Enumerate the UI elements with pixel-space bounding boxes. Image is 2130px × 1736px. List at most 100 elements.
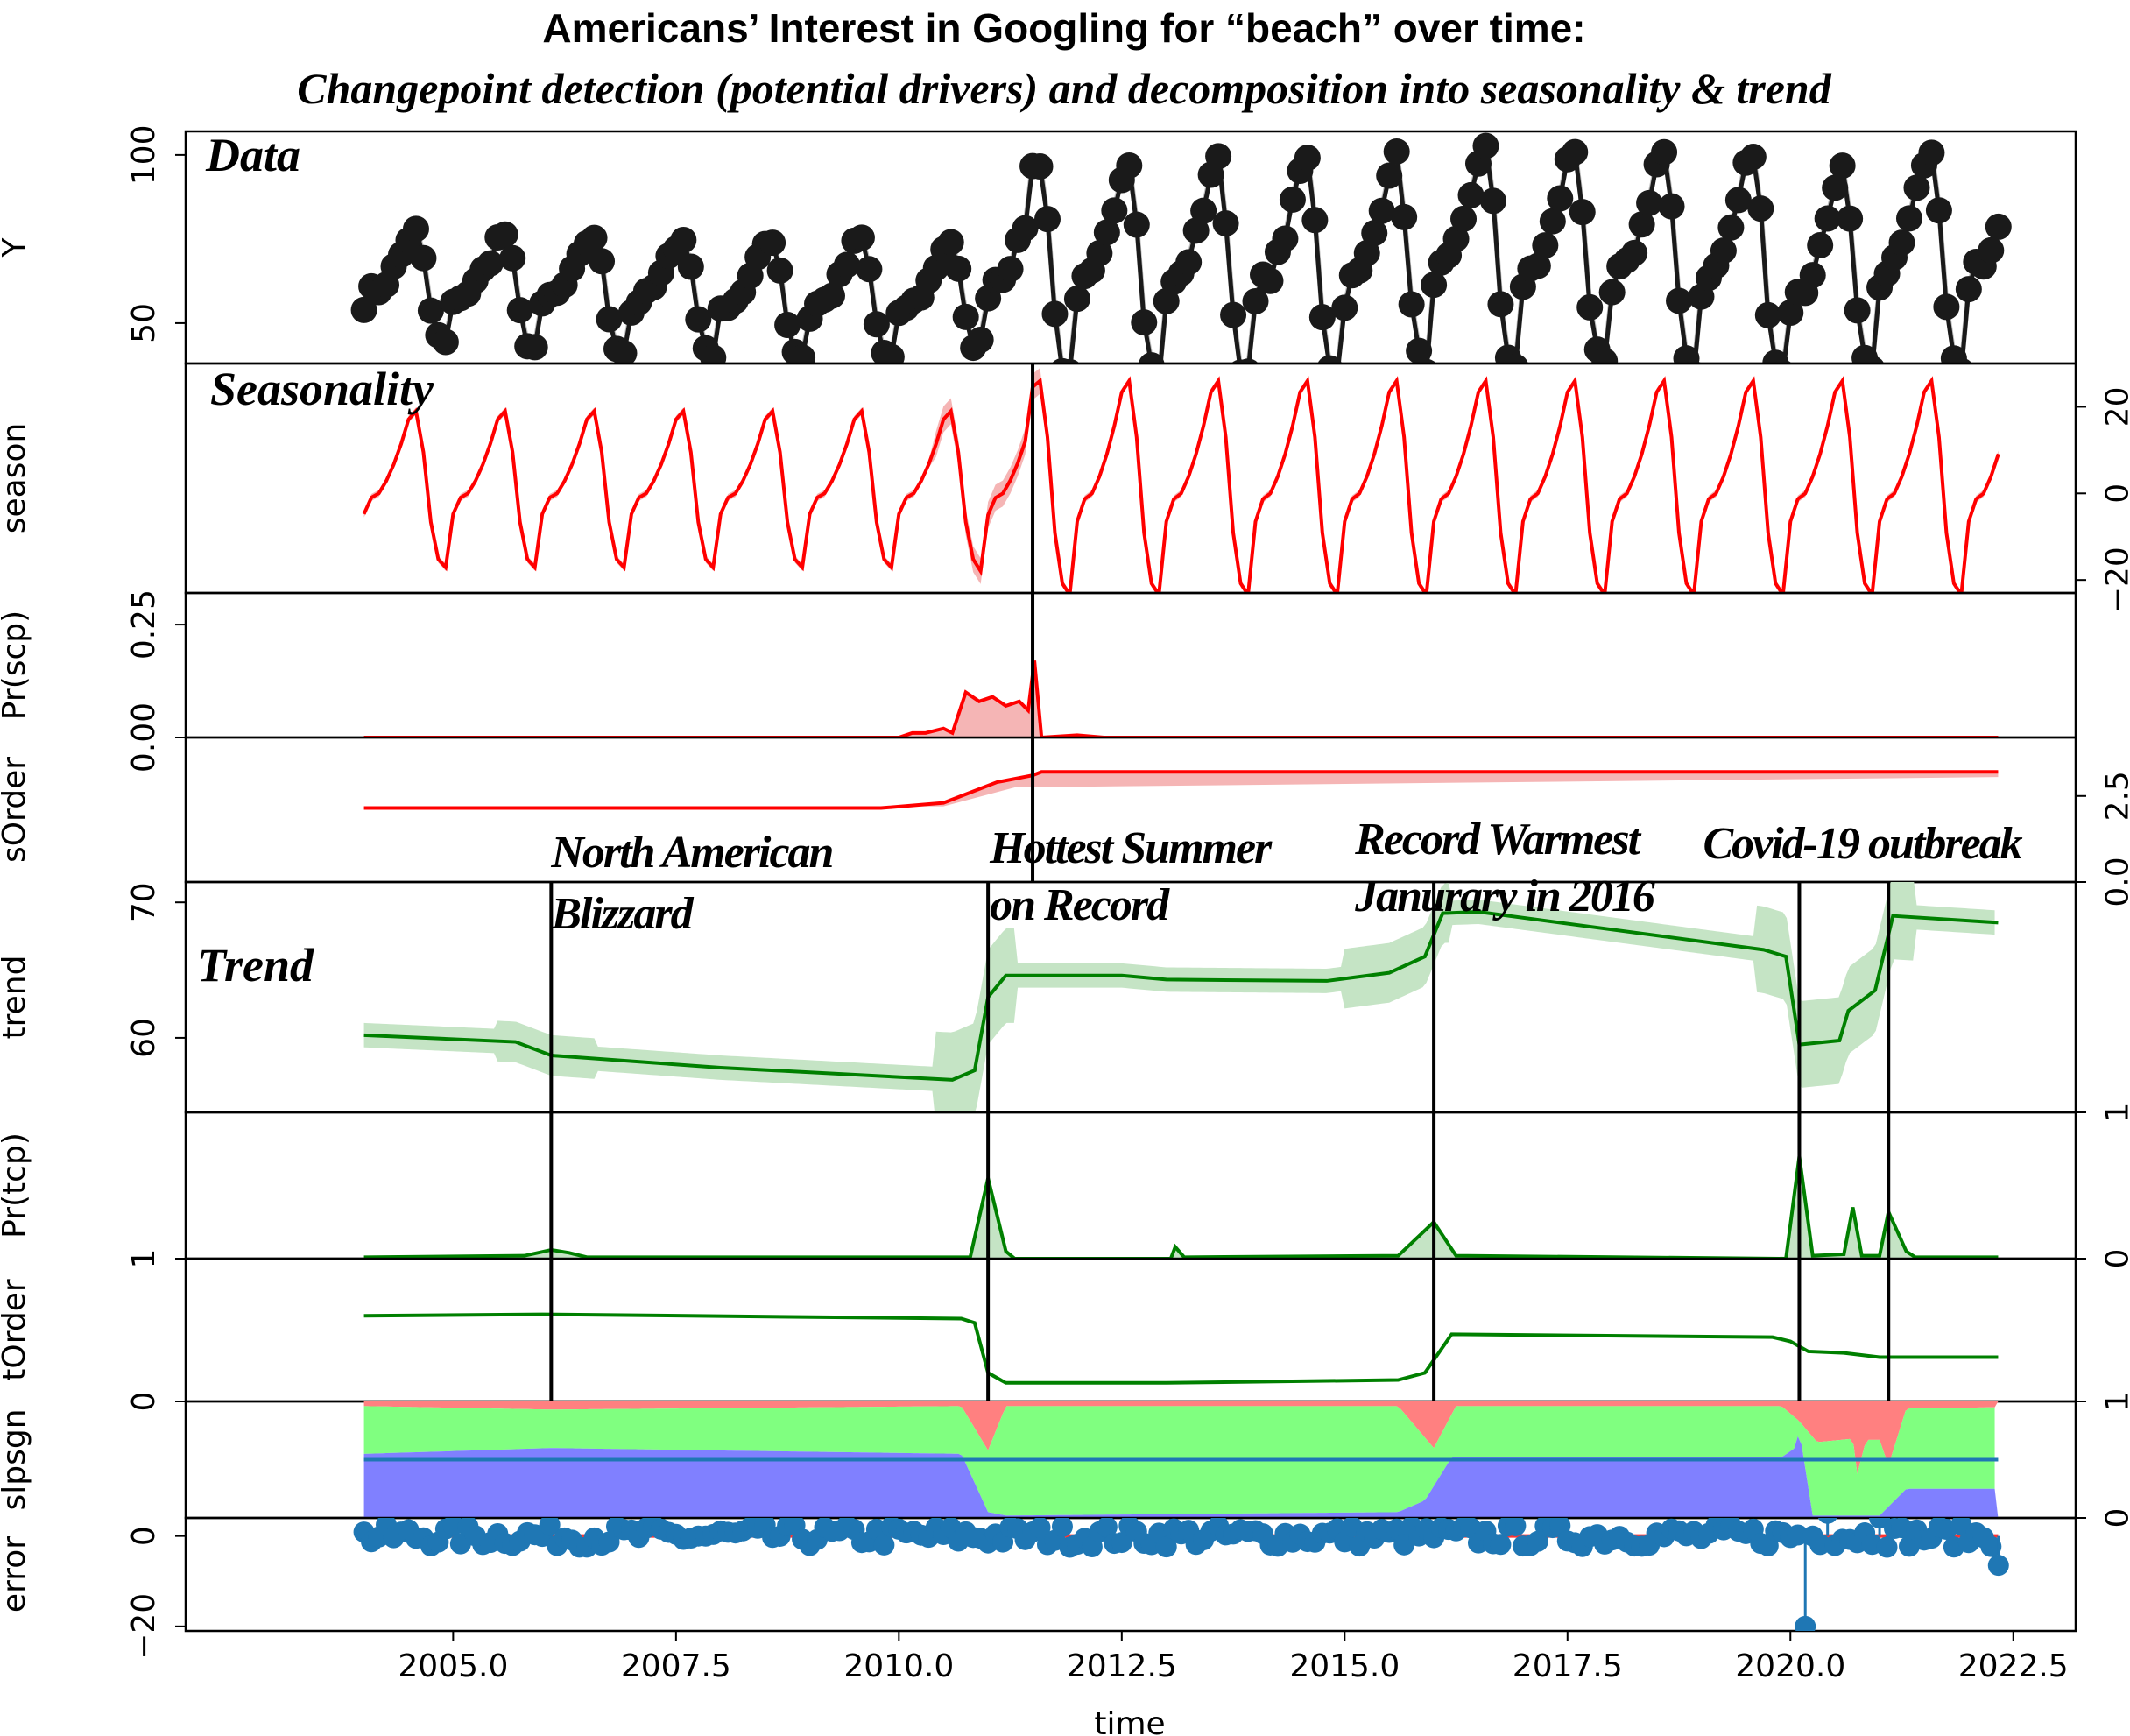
- error-point: [1505, 1518, 1527, 1536]
- y-tick-label: 50: [126, 303, 162, 343]
- error-point: [1876, 1536, 1898, 1558]
- y-tick-label: 70: [126, 882, 162, 922]
- y-tick-label: 1: [2100, 1392, 2130, 1412]
- panel-content: [363, 1401, 1999, 1518]
- data-point: [1724, 187, 1752, 214]
- error-point: [598, 1531, 620, 1553]
- y-tick-label: 1: [2100, 1103, 2130, 1123]
- annotation-label: Blizzard: [550, 889, 694, 939]
- data-point: [1621, 239, 1648, 266]
- y-axis-label: season: [0, 423, 32, 534]
- y-tick-label: 0.00: [126, 702, 162, 773]
- tcp-area: [363, 1156, 1999, 1259]
- data-point: [1799, 262, 1826, 289]
- data-point: [589, 248, 616, 275]
- error-point: [1980, 1535, 2002, 1557]
- data-point: [774, 311, 801, 338]
- panel-frame: [184, 1257, 2077, 1403]
- data-point: [1353, 239, 1380, 266]
- y-tick-label: 20: [2100, 387, 2130, 427]
- data-point: [997, 256, 1024, 283]
- data-point: [1383, 138, 1410, 165]
- data-point: [610, 340, 638, 363]
- data-point: [596, 306, 623, 333]
- data-point: [1238, 358, 1259, 363]
- data-point: [1685, 360, 1703, 363]
- data-point: [848, 224, 875, 251]
- data-point: [1547, 185, 1574, 212]
- annotation-label: Covid-19 outbreak: [1703, 819, 2022, 869]
- data-point: [1562, 138, 1589, 166]
- panel-title-data: Data: [205, 129, 300, 181]
- panel-prtcp: 1 0 Pr(tcp): [0, 1103, 2130, 1269]
- data-point: [1279, 186, 1306, 213]
- x-tick-label: 2012.5: [1067, 1648, 1177, 1684]
- data-point: [1182, 217, 1210, 244]
- error-point: [539, 1518, 561, 1535]
- data-point: [1807, 232, 1834, 259]
- data-point: [1978, 236, 2005, 264]
- data-point: [1317, 355, 1343, 363]
- data-point: [1502, 354, 1528, 363]
- data-point: [952, 303, 979, 330]
- y-tick-label: 0: [2100, 1249, 2130, 1269]
- data-point: [1026, 152, 1054, 180]
- data-point: [1822, 174, 1849, 201]
- data-point: [1086, 239, 1113, 266]
- panel-content: [363, 1312, 1999, 1385]
- error-point: [1155, 1536, 1177, 1558]
- error-point: [1987, 1555, 2009, 1577]
- season-band: [363, 367, 1999, 593]
- data-point: [1391, 203, 1418, 230]
- data-point: [818, 282, 845, 309]
- data-point: [1331, 294, 1358, 321]
- data-point: [499, 244, 526, 272]
- y-tick-label: 2.5: [2100, 771, 2130, 821]
- data-point: [476, 250, 504, 277]
- data-point: [1829, 152, 1856, 180]
- data-point: [1532, 232, 1559, 259]
- error-point: [873, 1534, 895, 1556]
- data-point: [937, 229, 964, 256]
- error-point: [1029, 1518, 1051, 1538]
- data-point: [1033, 206, 1061, 233]
- data-point: [1123, 211, 1150, 238]
- data-point: [1859, 356, 1885, 363]
- data-point: [1837, 205, 1864, 232]
- panel-content: [362, 367, 2000, 593]
- x-tick-label: 2010.0: [843, 1648, 954, 1684]
- data-point: [1301, 207, 1329, 234]
- data-point: [1747, 195, 1774, 222]
- data-point: [1717, 214, 1745, 241]
- data-point: [350, 296, 377, 323]
- data-point: [1888, 229, 1915, 257]
- sorder-line: [363, 770, 1999, 810]
- y-axis-label: Pr(tcp): [0, 1133, 32, 1238]
- data-point: [1576, 293, 1604, 321]
- data-point: [1651, 138, 1678, 166]
- data-point: [1814, 205, 1841, 232]
- y-tick-label: −20: [126, 1593, 162, 1660]
- data-point: [1479, 187, 1506, 215]
- slope-negative-area: [363, 1401, 1999, 1474]
- data-point: [789, 344, 816, 363]
- data-point: [1895, 205, 1922, 232]
- panel-content: [363, 660, 1999, 737]
- y-axis-label: slpsgn: [0, 1408, 32, 1510]
- x-tick-label: 2005.0: [398, 1648, 508, 1684]
- data-point: [1598, 279, 1626, 306]
- data-point: [1138, 352, 1165, 363]
- data-point: [1442, 225, 1470, 252]
- data-point: [945, 255, 972, 282]
- data-point: [1421, 272, 1448, 299]
- error-point: [1817, 1518, 1837, 1524]
- data-point: [766, 257, 793, 284]
- data-point: [700, 344, 727, 363]
- data-point: [1361, 220, 1388, 247]
- data-point: [1220, 301, 1247, 328]
- data-point: [1212, 210, 1239, 237]
